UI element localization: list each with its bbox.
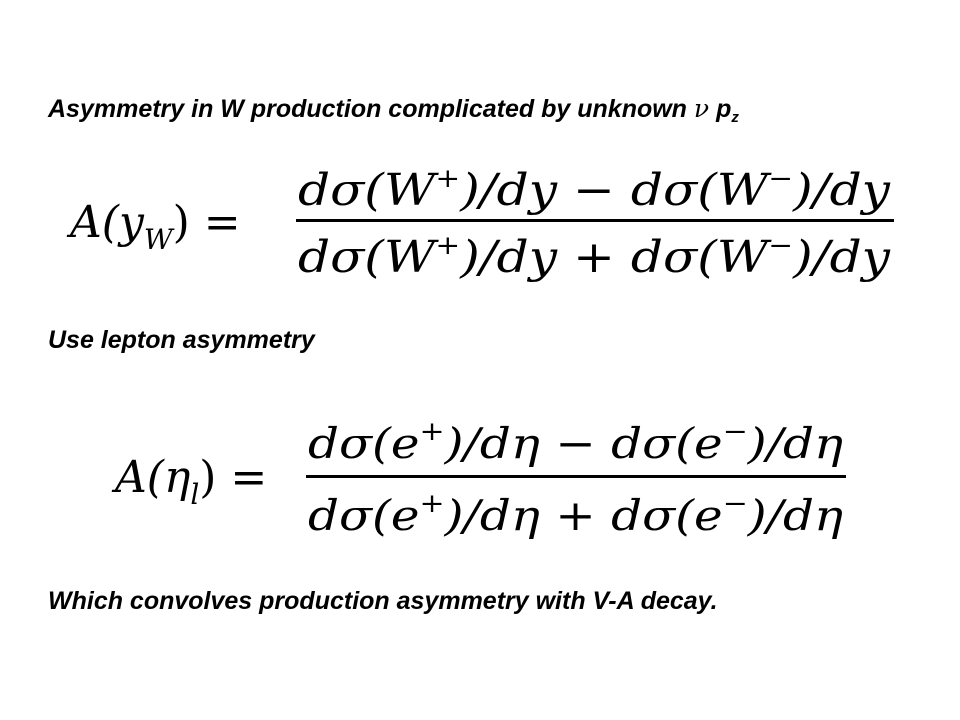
svg-text:A(yW) =: A(yW) = (66, 197, 241, 256)
w-num-right-tail: )/dy (792, 165, 891, 216)
eta-den-right-tail: )/dη (747, 491, 843, 540)
eta-lhs-sub: l (190, 478, 199, 511)
w-num-left-sup: + (435, 164, 460, 194)
w-den-right-sup: − (768, 231, 793, 261)
momentum-symbol: p (716, 95, 732, 123)
eta-den-right-sup: − (723, 489, 748, 519)
w-asymmetry-equation: A(yW) = dσ(W+)/dy − dσ(W−)/dy dσ(W+)/dy … (66, 164, 894, 283)
eta-num-right-tail: )/dη (747, 419, 843, 468)
lepton-asymmetry-equation: A(ηl) = dσ(e+)/dη − dσ(e−)/dη dσ(e+)/dη … (111, 417, 846, 540)
eta-den-left-sup: + (420, 489, 445, 519)
eta-num-left-tail: )/dη − dσ(e (444, 419, 723, 468)
eta-den-left: dσ(e (308, 491, 420, 540)
eta-num-left-sup: + (420, 417, 445, 447)
w-num-right-sup: − (768, 164, 793, 194)
eta-fraction-bar (306, 475, 846, 478)
w-lhs-sub: W (144, 223, 175, 256)
svg-text:dσ(W+)/dy + dσ(W−)/dy: dσ(W+)/dy + dσ(W−)/dy (298, 231, 891, 283)
heading: Asymmetry in W production complicated by… (48, 94, 739, 126)
heading-text: Asymmetry in W production complicated by… (48, 95, 687, 123)
w-den-left-sup: + (435, 231, 460, 261)
w-num-left: dσ(W (298, 165, 440, 216)
subheading: Use lepton asymmetry (48, 326, 315, 354)
eta-den-left-tail: )/dη + dσ(e (444, 491, 723, 540)
svg-text:dσ(e+)/dη + dσ(e−)/dη: dσ(e+)/dη + dσ(e−)/dη (308, 489, 843, 540)
w-den-left-tail: )/dy + dσ(W (459, 232, 773, 283)
w-lhs-base: A(y (66, 197, 145, 248)
w-num-left-tail: )/dy − dσ(W (459, 165, 773, 216)
nu-symbol: ν (693, 94, 710, 123)
footer-statement: Which convolves production asymmetry wit… (48, 587, 718, 615)
momentum-subscript: z (731, 109, 739, 126)
w-den-right-tail: )/dy (792, 232, 891, 283)
svg-text:A(ηl) =: A(ηl) = (111, 452, 267, 511)
w-lhs-close: ) = (173, 197, 241, 248)
svg-text:dσ(e+)/dη − dσ(e−)/dη: dσ(e+)/dη − dσ(e−)/dη (308, 417, 843, 468)
eta-lhs-close: ) = (199, 452, 267, 503)
eta-lhs-base: A(η (111, 452, 190, 503)
eta-num-right-sup: − (723, 417, 748, 447)
svg-text:dσ(W+)/dy − dσ(W−)/dy: dσ(W+)/dy − dσ(W−)/dy (298, 164, 891, 216)
eta-num-left: dσ(e (308, 419, 420, 468)
w-den-left: dσ(W (298, 232, 440, 283)
w-fraction-bar (296, 219, 894, 222)
